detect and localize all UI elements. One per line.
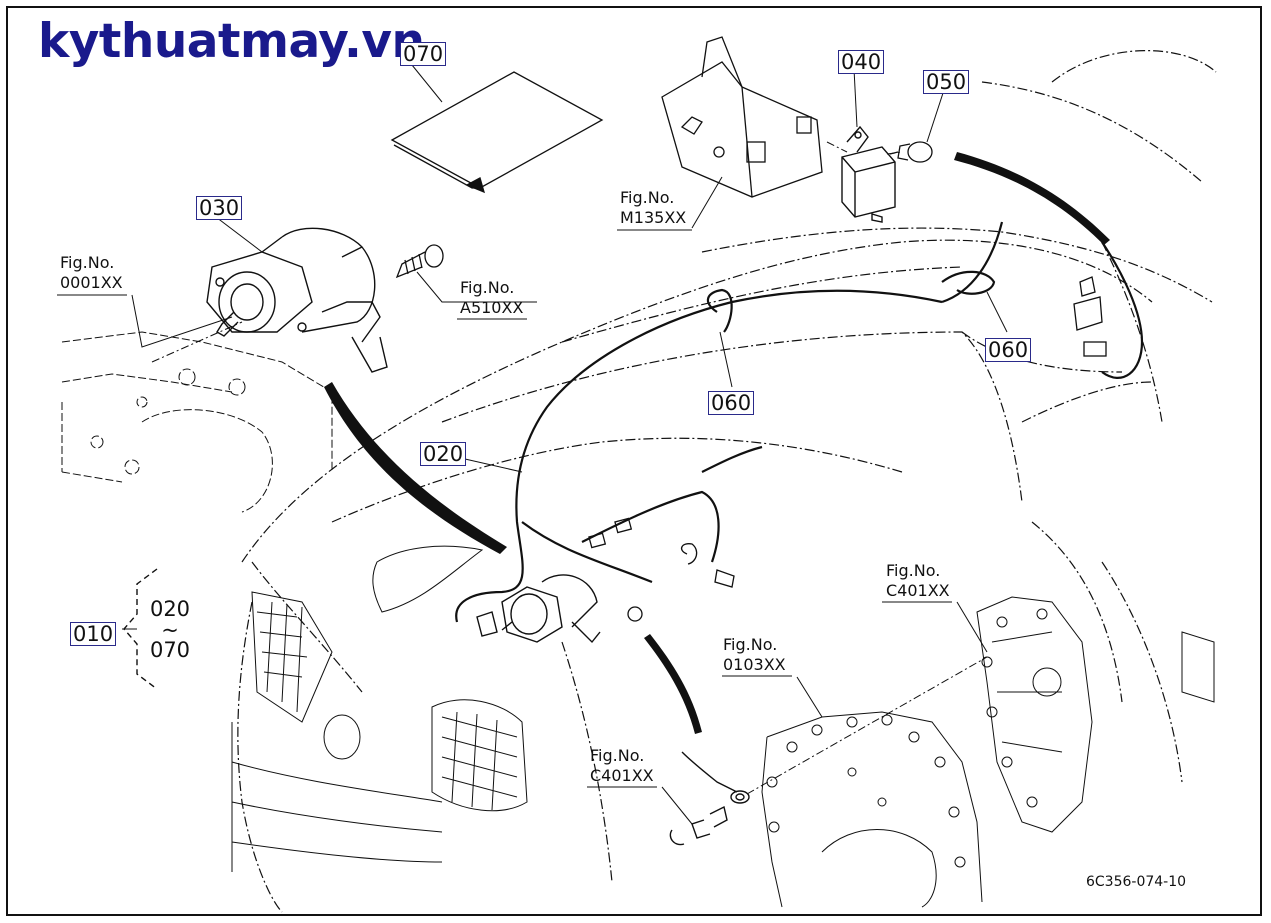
ref-fig-0001-number: 0001XX [60, 273, 123, 292]
part-label-050[interactable]: 050 [923, 70, 970, 94]
set-range-to: 070 [149, 638, 191, 662]
engine-block [61, 331, 333, 513]
ref-fig-a510[interactable]: Fig.No. A510XX [460, 278, 523, 318]
bracket [661, 36, 823, 198]
part-label-040[interactable]: 040 [838, 50, 885, 74]
leader-dashed [151, 141, 988, 795]
ref-fig-0103[interactable]: Fig.No. 0103XX [723, 635, 786, 675]
hood-outline [237, 50, 1217, 913]
solenoid-installed [476, 574, 601, 644]
ref-fig-c401-top-number: C401XX [886, 581, 950, 600]
ref-fig-c401-top[interactable]: Fig.No. C401XX [886, 561, 950, 601]
part-label-070[interactable]: 070 [400, 42, 447, 66]
harness-connectors [588, 276, 1107, 622]
ref-fig-a510-number: A510XX [460, 298, 524, 317]
ref-fig-0001-caption: Fig.No. [60, 253, 115, 272]
ref-fig-c401-bottom[interactable]: Fig.No. C401XX [590, 746, 654, 786]
part-label-060-center[interactable]: 060 [708, 391, 755, 415]
ref-fig-m135-caption: Fig.No. [620, 188, 675, 207]
ref-fig-m135-number: M135XX [620, 208, 687, 227]
watermark-logo: kythuatmay.vn [38, 14, 425, 69]
part-070-sheet [390, 71, 604, 194]
ref-fig-0103-number: 0103XX [723, 655, 786, 674]
ref-fig-m135[interactable]: Fig.No. M135XX [620, 188, 686, 228]
ref-fig-0103-caption: Fig.No. [723, 635, 778, 654]
set-range-from: 020 [149, 597, 191, 621]
wiring-harness-020 [455, 221, 1144, 623]
ref-fig-c401-bottom-number: C401XX [590, 766, 654, 785]
relay-040 [841, 125, 896, 223]
diagram-frame: kythuatmay.vn 070 030 040 050 060 060 02… [6, 6, 1262, 916]
ref-fig-a510-caption: Fig.No. [460, 278, 515, 297]
set-bracket [123, 568, 158, 690]
ground-cable [669, 751, 750, 846]
part-label-010[interactable]: 010 [70, 622, 117, 646]
leader-lines [57, 64, 1008, 825]
part-label-060-right[interactable]: 060 [985, 338, 1032, 362]
set-range-tilde: ~ [161, 618, 179, 642]
ref-fig-c401-top-caption: Fig.No. [886, 561, 941, 580]
exploded-parts-drawing [57, 36, 1217, 913]
part-label-030[interactable]: 030 [196, 196, 243, 220]
part-label-020[interactable]: 020 [420, 442, 467, 466]
flywheel-housing [761, 711, 983, 908]
ref-fig-c401-bottom-caption: Fig.No. [590, 746, 645, 765]
solenoid-030 [206, 227, 388, 373]
bolt-a510 [395, 244, 444, 279]
assembly-arrows [324, 152, 1110, 734]
diagram-code: 6C356-074-10 [1086, 874, 1187, 890]
bolt-050 [889, 141, 933, 163]
right-housing [976, 596, 1215, 833]
front-grille [231, 545, 528, 872]
ref-fig-0001[interactable]: Fig.No. 0001XX [60, 253, 123, 293]
set-range: 020 ~ 070 [140, 596, 200, 664]
